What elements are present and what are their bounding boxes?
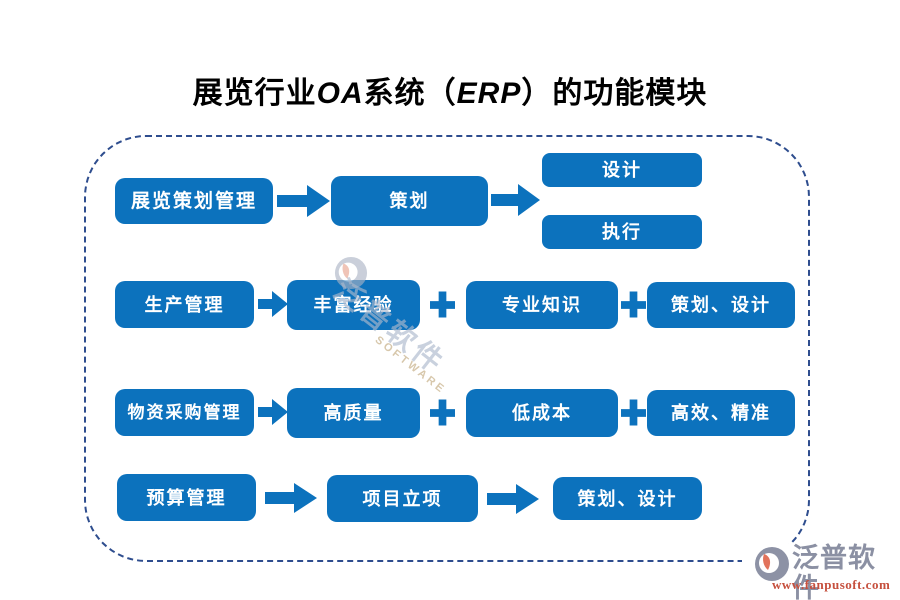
box-planning: 策划 bbox=[331, 176, 488, 226]
fanpu-logo: 泛普软件 www.fanpusoft.com bbox=[742, 543, 900, 600]
plus-icon bbox=[430, 399, 455, 426]
arrow-right-icon bbox=[258, 397, 288, 427]
arrow-right-icon bbox=[265, 482, 317, 514]
plus-icon bbox=[621, 291, 646, 318]
box-exhibition-planning-mgmt: 展览策划管理 bbox=[115, 178, 273, 224]
box-execution: 执行 bbox=[542, 215, 702, 249]
arrow-right-icon bbox=[258, 289, 288, 319]
box-planning-design-r2: 策划、设计 bbox=[647, 282, 795, 328]
box-rich-experience: 丰富经验 bbox=[287, 280, 420, 330]
box-budget-mgmt: 预算管理 bbox=[117, 474, 256, 521]
box-production-mgmt: 生产管理 bbox=[115, 281, 254, 328]
arrow-right-icon bbox=[491, 182, 540, 218]
box-professional-knowledge: 专业知识 bbox=[466, 281, 618, 329]
arrow-right-icon bbox=[277, 183, 330, 219]
box-efficient-precise: 高效、精准 bbox=[647, 390, 795, 436]
title-segment: 系统（ bbox=[363, 77, 457, 110]
dashed-border-frame bbox=[84, 135, 810, 562]
fanpu-logo-text: 泛普软件 bbox=[792, 543, 876, 600]
plus-icon bbox=[621, 399, 646, 426]
box-material-procurement-mgmt: 物资采购管理 bbox=[115, 389, 254, 436]
title-segment-erp: ERP bbox=[456, 77, 522, 110]
box-low-cost: 低成本 bbox=[466, 389, 618, 437]
arrow-right-icon bbox=[487, 483, 539, 515]
title-segment-oa: OA bbox=[316, 77, 364, 110]
fanpu-logo-icon bbox=[754, 546, 790, 587]
box-planning-design-r4: 策划、设计 bbox=[553, 477, 702, 520]
page-title: 展览行业OA系统（ERP）的功能模块 bbox=[0, 68, 900, 112]
box-design: 设计 bbox=[542, 153, 702, 187]
box-high-quality: 高质量 bbox=[287, 388, 420, 438]
title-segment: 展览行业 bbox=[192, 77, 317, 110]
fanpu-logo-url: www.fanpusoft.com bbox=[772, 577, 891, 592]
box-project-initiation: 项目立项 bbox=[327, 475, 478, 522]
title-segment: ）的功能模块 bbox=[521, 77, 708, 110]
plus-icon bbox=[430, 291, 455, 318]
